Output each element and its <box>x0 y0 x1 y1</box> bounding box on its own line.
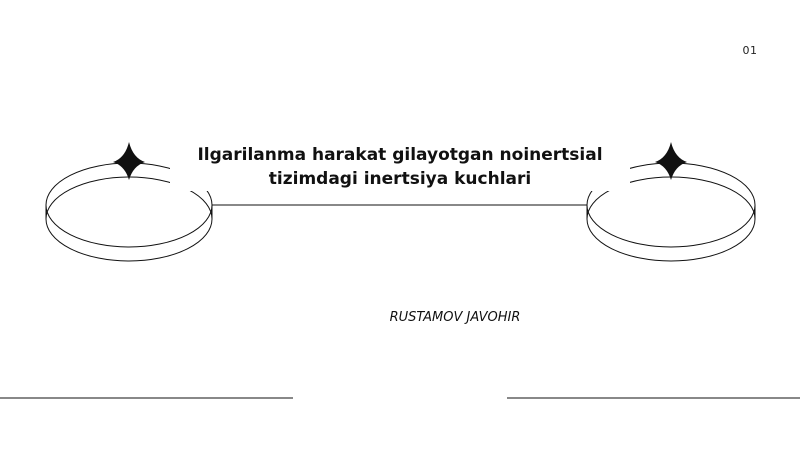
left-star-icon <box>113 142 145 180</box>
right-star-icon <box>655 142 687 180</box>
page-number: 01 <box>742 44 758 57</box>
slide-title: Ilgarilanma harakat gilayotgan noinertsi… <box>170 143 630 191</box>
slide-title-line-1: Ilgarilanma harakat gilayotgan noinertsi… <box>197 145 603 165</box>
author-name: RUSTAMOV JAVOHIR <box>389 310 521 325</box>
slide-title-line-2: tizimdagi inertsiya kuchlari <box>268 169 532 189</box>
